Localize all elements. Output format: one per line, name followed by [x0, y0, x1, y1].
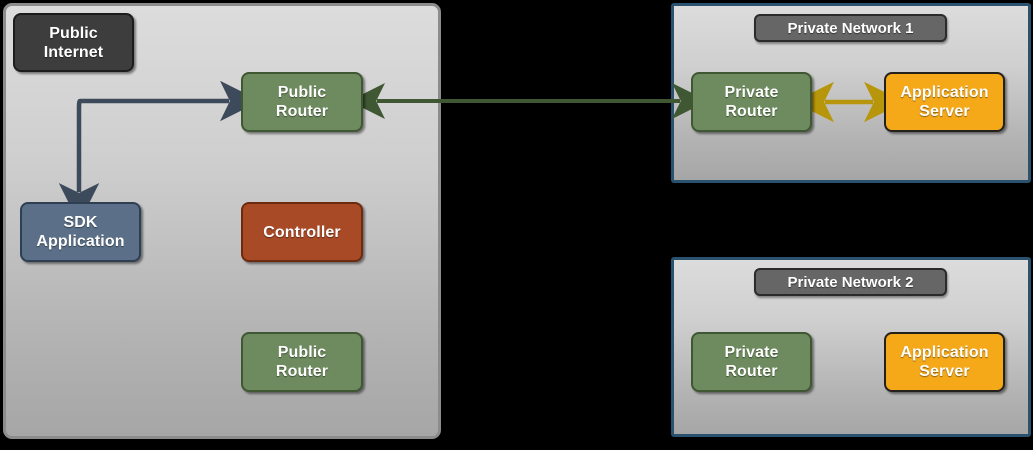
node-controller-label: Controller — [263, 223, 341, 241]
node-private-router-1[interactable]: Private Router — [691, 72, 812, 132]
node-application-server-2-label: Application Server — [900, 344, 989, 380]
node-controller[interactable]: Controller — [241, 202, 363, 262]
node-sdk-application[interactable]: SDK Application — [20, 202, 141, 262]
private-network-2-title-label: Private Network 2 — [787, 273, 914, 291]
node-application-server-1-label: Application Server — [900, 84, 989, 120]
node-public-router-bottom-label: Public Router — [275, 344, 329, 380]
node-public-router-top-label: Public Router — [275, 84, 329, 120]
node-public-internet[interactable]: Public Internet — [13, 13, 134, 72]
private-network-1-title-label: Private Network 1 — [787, 19, 914, 37]
node-private-router-1-label: Private Router — [724, 84, 779, 120]
node-application-server-1[interactable]: Application Server — [884, 72, 1005, 132]
node-private-router-2-label: Private Router — [724, 344, 779, 380]
node-application-server-2[interactable]: Application Server — [884, 332, 1005, 392]
private-network-1-title: Private Network 1 — [754, 14, 947, 42]
node-sdk-application-label: SDK Application — [36, 214, 125, 250]
node-public-router-top[interactable]: Public Router — [241, 72, 363, 132]
node-public-internet-label: Public Internet — [43, 24, 104, 61]
node-private-router-2[interactable]: Private Router — [691, 332, 812, 392]
node-public-router-bottom[interactable]: Public Router — [241, 332, 363, 392]
private-network-2-title: Private Network 2 — [754, 268, 947, 296]
